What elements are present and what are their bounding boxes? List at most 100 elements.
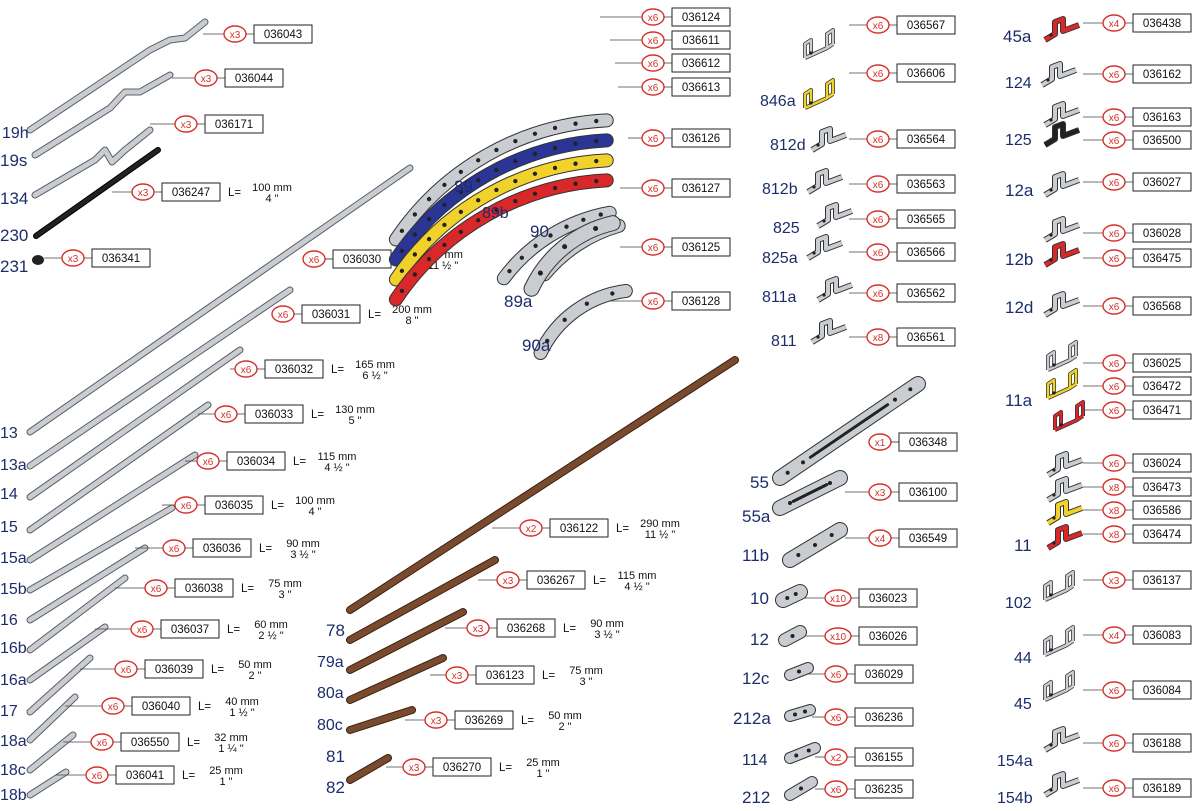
hole bbox=[476, 178, 481, 183]
quantity-text: x3 bbox=[473, 624, 484, 635]
bracket-shape bbox=[1043, 727, 1080, 752]
rod-shape bbox=[27, 165, 413, 435]
part-number: 80c bbox=[317, 717, 343, 734]
part-number: 19h bbox=[2, 125, 29, 142]
hole bbox=[412, 252, 418, 257]
part-code: 036162 bbox=[1143, 69, 1181, 81]
part-code-box bbox=[1132, 248, 1192, 268]
part-code: 036268 bbox=[507, 623, 545, 635]
part-code-box bbox=[1132, 477, 1192, 497]
hole bbox=[426, 196, 432, 202]
part-number: 13 bbox=[0, 425, 18, 442]
part-code: 036029 bbox=[865, 669, 903, 681]
bracket-shape bbox=[1043, 670, 1075, 702]
part-code: 036033 bbox=[255, 409, 293, 421]
hole bbox=[399, 248, 405, 254]
hole bbox=[513, 158, 518, 164]
part-number: 45a bbox=[1003, 27, 1032, 46]
part-code-box bbox=[1132, 130, 1192, 150]
quantity-text: x3 bbox=[230, 30, 241, 41]
length-prefix: L= bbox=[499, 762, 512, 774]
hole bbox=[412, 272, 418, 277]
part-code-box bbox=[1132, 400, 1192, 420]
length-prefix: L= bbox=[593, 575, 606, 587]
hole bbox=[1049, 743, 1053, 747]
hole bbox=[1052, 363, 1056, 367]
hole bbox=[399, 288, 405, 294]
bracket-shape bbox=[810, 127, 847, 152]
hole bbox=[573, 181, 578, 186]
part-number: 89a bbox=[504, 292, 533, 311]
part-code: 036163 bbox=[1143, 112, 1181, 124]
part-code-box bbox=[858, 588, 918, 608]
length-mm: 50 mm bbox=[238, 659, 272, 671]
quantity-text: x6 bbox=[121, 665, 132, 676]
part-number: 846a bbox=[760, 93, 796, 110]
hole bbox=[1049, 138, 1053, 142]
part-code-box bbox=[475, 665, 535, 685]
part-code-box bbox=[496, 618, 556, 638]
part-code: 036038 bbox=[185, 583, 223, 595]
part-number: 89b bbox=[482, 205, 509, 222]
quantity-text: x6 bbox=[648, 297, 659, 308]
bracket-shape bbox=[1043, 217, 1080, 242]
part-code: 036037 bbox=[171, 624, 209, 636]
bracket-shape bbox=[816, 203, 853, 228]
part-code: 036025 bbox=[1143, 358, 1181, 370]
rod-shape bbox=[27, 575, 128, 653]
hole bbox=[822, 219, 826, 223]
part-number: 212 bbox=[742, 788, 770, 807]
part-number: 17 bbox=[0, 703, 18, 720]
hole bbox=[458, 229, 463, 235]
hole bbox=[552, 165, 558, 171]
hole bbox=[794, 753, 799, 758]
length-mm: 25 mm bbox=[526, 757, 560, 769]
part-code-box bbox=[1132, 733, 1192, 753]
part-number: 812b bbox=[762, 181, 798, 198]
part-code-box bbox=[671, 53, 731, 73]
part-code-box bbox=[454, 710, 514, 730]
bracket-shape bbox=[1043, 292, 1080, 317]
bracket-shape bbox=[1043, 17, 1080, 42]
part-code: 036549 bbox=[909, 533, 947, 545]
part-number: 825 bbox=[773, 220, 800, 237]
slot bbox=[791, 483, 829, 503]
part-code-box bbox=[1132, 625, 1192, 645]
part-code-box bbox=[115, 765, 175, 785]
slot bbox=[808, 403, 890, 459]
part-code: 036024 bbox=[1143, 458, 1182, 470]
hole bbox=[790, 634, 795, 638]
hole bbox=[442, 182, 447, 188]
hole bbox=[399, 228, 405, 234]
length-prefix: L= bbox=[228, 187, 241, 199]
hole bbox=[593, 226, 599, 232]
part-code: 036566 bbox=[907, 247, 945, 259]
part-code-box bbox=[1132, 172, 1192, 192]
rod-shape bbox=[27, 655, 93, 715]
length-mm: 130 mm bbox=[335, 404, 375, 416]
hole bbox=[584, 301, 590, 306]
hole bbox=[548, 233, 553, 238]
hole bbox=[1052, 516, 1056, 520]
part-number: 45 bbox=[1014, 696, 1032, 713]
length-inch: 3 ½ " bbox=[290, 549, 315, 561]
part-code-box bbox=[898, 528, 958, 548]
part-code: 036030 bbox=[343, 254, 381, 266]
length-inch: 4 ½ " bbox=[324, 462, 349, 474]
part-code: 036128 bbox=[682, 296, 720, 308]
part-code: 036126 bbox=[682, 133, 720, 145]
length-inch: 3 " bbox=[278, 589, 291, 601]
hole bbox=[564, 224, 569, 229]
hole bbox=[399, 268, 405, 274]
hole bbox=[1052, 541, 1056, 545]
quantity-text: x6 bbox=[108, 702, 119, 713]
rod-shape bbox=[27, 347, 243, 500]
length-inch: 2 " bbox=[248, 670, 261, 682]
rod-shape bbox=[27, 452, 198, 563]
part-number: 80a bbox=[317, 685, 344, 702]
quantity-text: x6 bbox=[1109, 359, 1120, 370]
quantity-text: x2 bbox=[831, 753, 842, 764]
crank-rod-shape bbox=[27, 19, 208, 133]
length-inch: 5 " bbox=[348, 415, 361, 427]
